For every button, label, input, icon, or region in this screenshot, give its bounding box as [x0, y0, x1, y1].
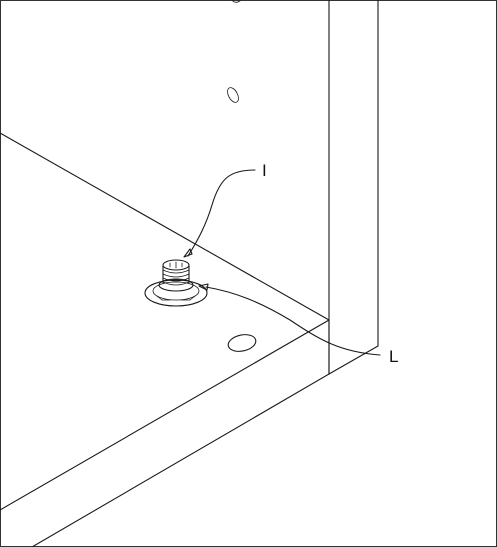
bottom-panel-front-edge-bottom: [31, 373, 330, 547]
washer-inner: [152, 281, 200, 301]
thread-4: [162, 281, 190, 286]
thread-1: [162, 269, 190, 274]
panel-hole: [227, 334, 257, 352]
cam-bolt-fitting: [144, 259, 208, 307]
thread-2: [162, 273, 190, 278]
shelf-holes: [227, 0, 241, 103]
washer-tab-right: [180, 295, 196, 301]
leader-line-l: [205, 286, 381, 356]
washer-outer: [144, 279, 208, 307]
bolt-head-top: [162, 259, 190, 271]
side-panel: [328, 0, 379, 375]
leader-line-i: [187, 169, 256, 257]
bolt-head-slots: [169, 261, 183, 269]
bottom-panel: [0, 132, 330, 547]
leader-arrow-i: [183, 248, 193, 258]
shelf-hole-top: [231, 0, 241, 3]
leader-arrow-l: [198, 283, 209, 291]
washer-tab: [156, 295, 171, 301]
bolt-body-sides: [162, 265, 190, 284]
callouts: I L: [183, 161, 398, 366]
bottom-panel-front-edge-top: [0, 319, 330, 511]
bottom-panel-back-edge: [0, 132, 330, 321]
bolt-collar: [158, 278, 194, 292]
side-panel-bottom-edge: [328, 345, 379, 375]
shelf-hole: [227, 87, 239, 103]
thread-3: [162, 277, 190, 282]
callout-label-i: I: [262, 161, 267, 180]
callout-label-l: L: [389, 347, 398, 366]
